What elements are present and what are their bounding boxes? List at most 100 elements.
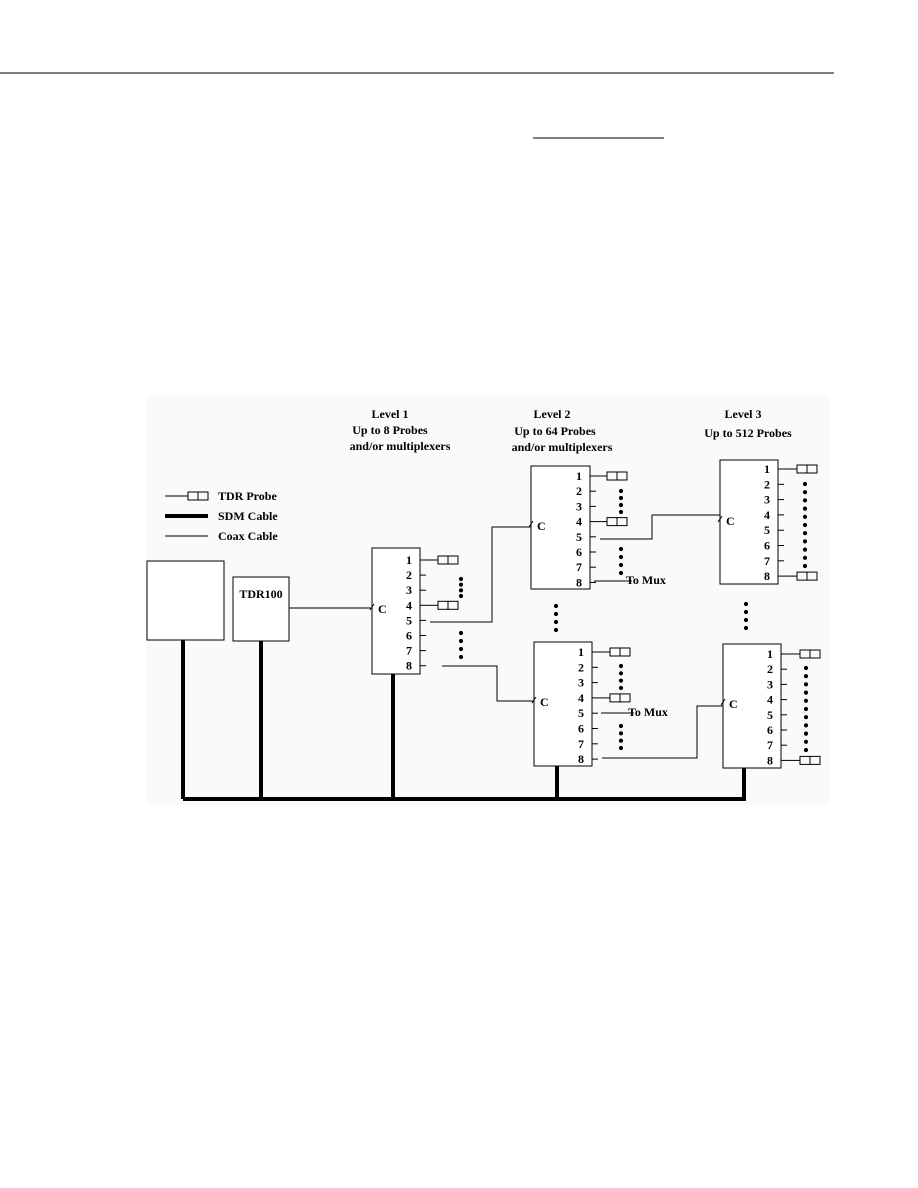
channel-label: 1 [406,553,412,567]
channel-label: 4 [576,515,582,529]
channel-label: 7 [406,644,412,658]
channel-ellipsis [803,665,809,753]
level-3-stack-ellipsis [743,601,749,631]
svg-text:Up to 512 Probes: Up to 512 Probes [704,426,792,440]
channel-label: 3 [767,677,773,691]
channel-label: 8 [767,753,773,767]
multiplexers: C12345678C12345678C12345678C12345678C123… [369,459,821,769]
channel-label: 4 [764,508,770,522]
channel-label: 1 [576,469,582,483]
probe-icon [784,571,818,581]
channel-label: 4 [578,691,584,705]
channel-label: 8 [578,752,584,766]
channel-label: 1 [578,645,584,659]
channel-label: 6 [576,545,582,559]
channel-label: 6 [767,723,773,737]
sdm-cable [181,640,746,801]
channel-ellipsis [618,546,624,576]
channel-label: 5 [767,708,773,722]
legend: TDR Probe SDM Cable Coax Cable [165,489,278,543]
svg-text:SDM Cable: SDM Cable [218,509,278,523]
svg-text:Coax Cable: Coax Cable [218,529,278,543]
probe-icon [784,464,818,474]
probe-icon [787,755,821,765]
channel-label: 7 [578,737,584,751]
channel-label: 2 [764,477,770,491]
tdr100-box [232,576,290,642]
channel-label: 3 [578,676,584,690]
channel-label: 3 [406,583,412,597]
tdr100-label: TDR100 [239,587,282,601]
channel-ellipsis [458,576,464,599]
channel-label: 6 [578,722,584,736]
svg-text:TDR Probe: TDR Probe [218,489,277,503]
legend-sdm: SDM Cable [165,509,278,523]
channel-label: 7 [576,560,582,574]
mux-box [371,547,421,675]
to-mux-label-bottom: To Mux [628,705,668,719]
common-terminal-label: C [537,519,546,533]
probe-icon [598,647,631,657]
mux-level-2-bottom: C 12 345 678 [531,641,631,767]
probe-icon [598,693,631,703]
svg-text:Level 3: Level 3 [725,407,762,421]
channel-label: 7 [767,738,773,752]
channel-label: 2 [576,484,582,498]
channel-label: 1 [767,647,773,661]
channel-ellipsis [618,663,624,691]
common-terminal-label: C [540,695,549,709]
channel-label: 5 [764,523,770,537]
mux-box [719,459,779,585]
channel-label: 5 [576,530,582,544]
channel-label: 4 [406,598,412,612]
svg-text:Level 2: Level 2 [534,407,571,421]
channel-label: 3 [576,499,582,513]
channel-label: 6 [764,539,770,553]
channel-label: 8 [576,575,582,589]
probe-icon [426,555,459,565]
common-terminal-label: C [729,697,738,711]
channel-label: 8 [406,659,412,673]
to-mux-label-top: To Mux [626,573,666,587]
level-3-heading: Level 3 Up to 512 Probes [704,407,792,440]
probe-icon [787,649,821,659]
svg-text:Up to 8 Probes: Up to 8 Probes [352,423,428,437]
channel-label: 8 [764,569,770,583]
mux-box [530,465,591,590]
level-2-stack-ellipsis [553,603,559,633]
to-mux-labels: To Mux To Mux [594,573,668,719]
channel-ellipsis [618,488,624,515]
channel-label: 5 [578,706,584,720]
channel-label: 2 [406,568,412,582]
svg-text:and/or multiplexers: and/or multiplexers [350,439,451,453]
probe-icon [596,471,628,481]
channel-label: 2 [767,662,773,676]
common-terminal-label: C [378,602,387,616]
channel-label: 4 [767,693,773,707]
svg-text:and/or multiplexers: and/or multiplexers [512,440,613,454]
channel-ellipsis [802,481,808,569]
svg-text:Up to 64 Probes: Up to 64 Probes [514,424,596,438]
datalogger-box [146,560,225,641]
channel-ellipsis [458,630,464,660]
legend-coax: Coax Cable [165,529,278,543]
channel-label: 6 [406,629,412,643]
level-1-heading: Level 1 Up to 8 Probes and/or multiplexe… [350,407,451,453]
channel-label: 2 [578,660,584,674]
coax-cables [289,514,723,759]
svg-text:Level 1: Level 1 [372,407,409,421]
channel-label: 5 [406,613,412,627]
channel-label: 3 [764,493,770,507]
mux-stack-ellipsis [553,601,749,633]
channel-label: 7 [764,554,770,568]
common-terminal-label: C [726,514,735,528]
probe-icon [426,600,459,610]
probe-icon [596,517,628,527]
channel-ellipsis [618,723,624,751]
mux-box [533,641,593,767]
